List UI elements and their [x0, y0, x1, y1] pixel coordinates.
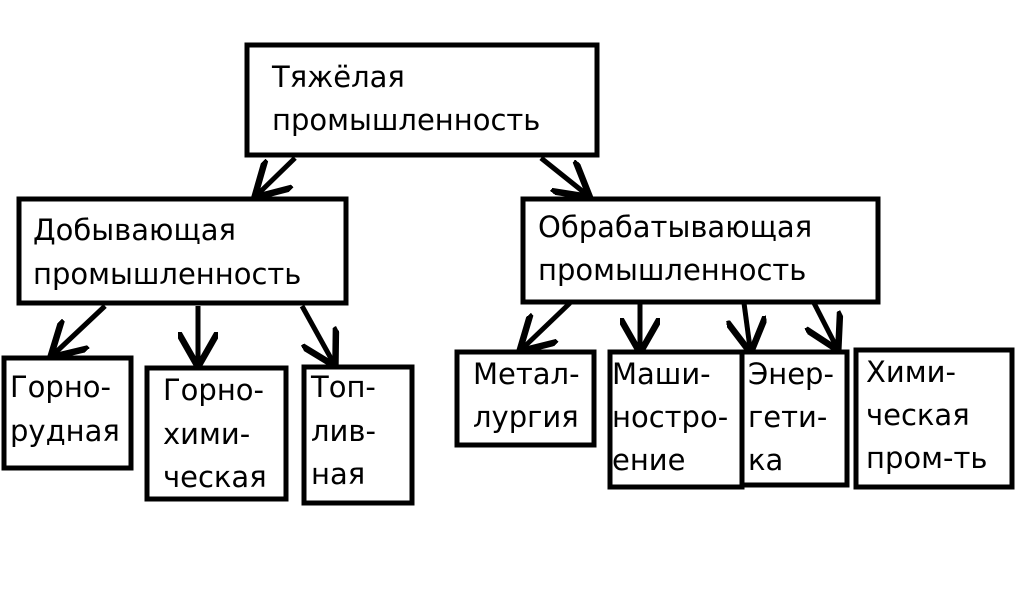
arrow — [814, 301, 836, 346]
energy-node: Энер- гети- ка — [739, 349, 850, 488]
node-label-line: ка — [748, 443, 783, 477]
node-label-line: рудная — [10, 414, 120, 448]
arrow — [258, 156, 297, 194]
mechanical-engineering-node: Маши- ностро- ение — [607, 349, 745, 490]
node-label-line: промышленность — [272, 103, 540, 137]
node-label-line: ческая — [163, 460, 267, 494]
root-node: Тяжёлая промышленность — [244, 42, 600, 158]
node-label-line: Хими- — [866, 355, 956, 389]
arrows — [54, 156, 836, 362]
arrow — [744, 302, 750, 348]
arrow — [299, 304, 333, 362]
mining-industry-node: Добывающая промышленность — [16, 196, 349, 306]
node-label-line: Горно- — [163, 373, 264, 407]
node-label-line: хими- — [163, 417, 250, 451]
node-label-line: Добывающая — [33, 213, 236, 247]
node-label-line: лургия — [473, 400, 579, 434]
node-label-line: Топ- — [310, 370, 376, 404]
node-label-line: ностро- — [612, 400, 728, 434]
node-label-line: лив- — [311, 414, 376, 448]
mining-chemical-node: Горно- хими- ческая — [144, 365, 289, 502]
node-label-line: Обрабатывающая — [538, 210, 812, 244]
node-label-line: Метал- — [473, 357, 580, 391]
node-label-line: гети- — [748, 400, 827, 434]
node-label-line: ная — [311, 457, 365, 491]
node-label-line: пром-ть — [866, 441, 987, 475]
arrow — [54, 304, 107, 354]
processing-industry-node: Обрабатывающая промышленность — [520, 196, 881, 305]
node-label-line: промышленность — [33, 257, 301, 291]
fuel-node: Топ- лив- ная — [301, 364, 415, 506]
metallurgy-node: Метал- лургия — [454, 349, 597, 448]
arrow — [523, 301, 572, 348]
ore-mining-node: Горно- рудная — [1, 355, 134, 471]
chemical-industry-node: Хими- ческая пром-ть — [853, 347, 1015, 490]
node-label-line: промышленность — [538, 253, 806, 287]
arrow — [539, 156, 586, 194]
node-label-line: Горно- — [10, 370, 111, 404]
node-label-line: Тяжёлая — [271, 60, 405, 94]
node-label-line: ческая — [866, 398, 970, 432]
node-label-line: ение — [612, 443, 686, 477]
node-label-line: Энер- — [748, 357, 834, 391]
node-label-line: Маши- — [612, 357, 711, 391]
